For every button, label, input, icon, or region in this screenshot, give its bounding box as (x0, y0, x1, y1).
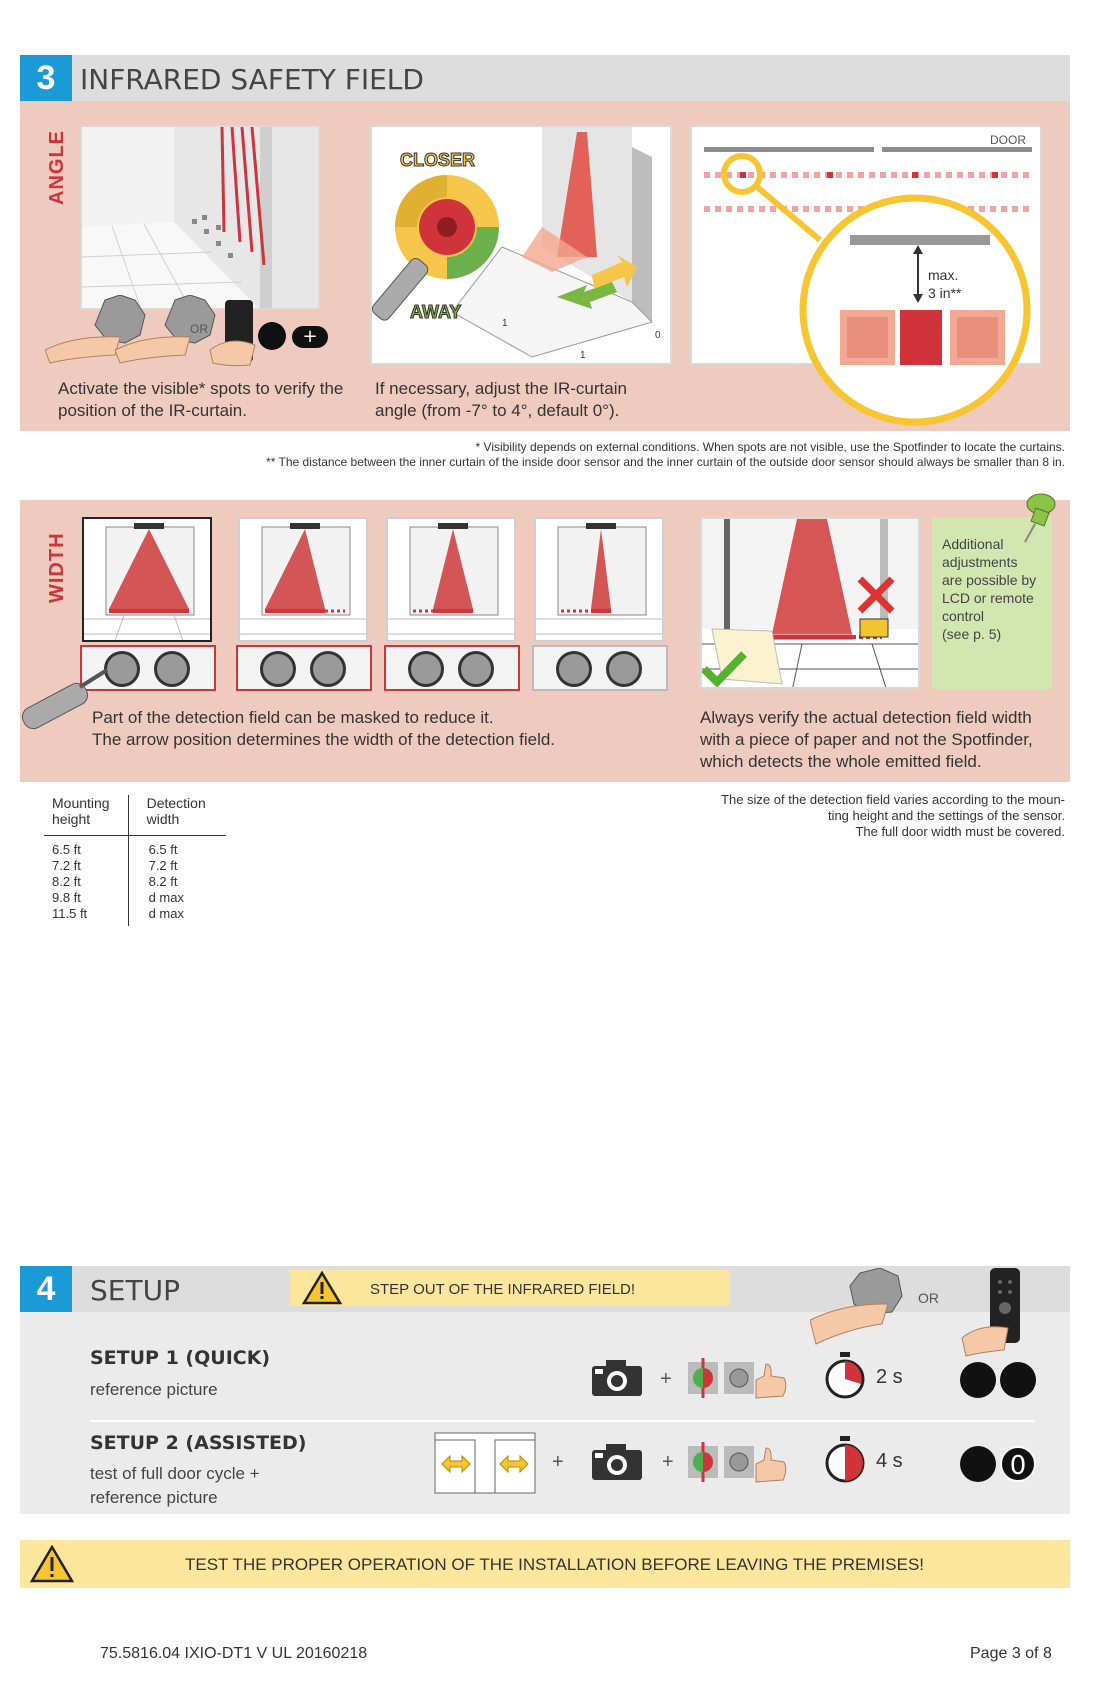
led-confirm-icon (688, 1358, 787, 1399)
setup-1-title: SETUP 1 (QUICK) (90, 1347, 271, 1369)
axis-label: 1 (580, 350, 586, 361)
away-label: AWAY (409, 302, 462, 323)
spot-button-icon (960, 1446, 996, 1482)
width-thumb-narrow (534, 517, 664, 642)
setup-2-duration: 4 s (876, 1450, 903, 1472)
spots-illustration (80, 125, 320, 310)
adjust-angle-illustration (370, 125, 672, 365)
angle-label: ANGLE (46, 130, 68, 205)
plus-sign: + (662, 1451, 674, 1473)
setup-1-duration: 2 s (876, 1366, 903, 1388)
mounting-height-values: 6.5 ft 7.2 ft 8.2 ft 9.8 ft 11.5 ft (44, 835, 129, 926)
divider (90, 1420, 1035, 1422)
width-caption-2: Always verify the actual detection field… (700, 708, 1033, 771)
arrow-left-icon (606, 651, 642, 687)
camera-icon (592, 1444, 642, 1480)
section-number: 4 (20, 1266, 72, 1312)
final-warning-text: TEST THE PROPER OPERATION OF THE INSTALL… (185, 1555, 925, 1574)
door-label: DOOR (990, 133, 1026, 147)
remote-control-illustration (961, 1268, 1020, 1357)
section-number: 3 (20, 55, 72, 101)
setup-1-description: reference picture (90, 1380, 218, 1399)
visibility-notes: * Visibility depends on external conditi… (266, 440, 1065, 469)
plus-sign: + (660, 1368, 672, 1390)
axis-label: 1 (502, 318, 508, 329)
paper-verification-illustration (700, 517, 920, 689)
arrow-right-icon (408, 651, 444, 687)
width-thumb-half (386, 517, 516, 642)
setup-panel (20, 1312, 1070, 1514)
mask-setting-3-4 (236, 645, 372, 691)
plus-sign: + (552, 1451, 564, 1473)
door-cycle-icon (434, 1432, 536, 1494)
mask-setting-full (80, 645, 216, 691)
zero-button-icon: 0 (1000, 1446, 1036, 1482)
table-body-row: 6.5 ft 7.2 ft 8.2 ft 9.8 ft 11.5 ft 6.5 … (44, 835, 226, 926)
spot-button-icon (1000, 1362, 1036, 1398)
or-label: OR (918, 1290, 939, 1306)
mounting-height-table: Mounting height Detection width 6.5 ft 7… (44, 795, 226, 926)
detection-width-values: 6.5 ft 7.2 ft 8.2 ft d max d max (148, 842, 184, 921)
width-thumb-3-4 (238, 517, 368, 642)
warning-triangle-icon (30, 1545, 74, 1583)
step-out-warning (290, 1270, 730, 1306)
section-title: SETUP (90, 1274, 180, 1307)
page-number: Page 3 of 8 (970, 1645, 1052, 1662)
arrow-left-icon (310, 651, 346, 687)
setup-2-title: SETUP 2 (ASSISTED) (90, 1432, 307, 1454)
angle-caption-1: Activate the visible* spots to verify th… (58, 379, 344, 420)
warning-triangle-icon (302, 1271, 342, 1305)
final-warning-bar (20, 1540, 1070, 1588)
section-title: INFRARED SAFETY FIELD (80, 63, 424, 96)
camera-icon (592, 1360, 642, 1396)
activate-controls-illustration (45, 295, 256, 367)
pushpin-icon (1024, 493, 1056, 543)
arrow-up-icon (458, 651, 494, 687)
step-out-warning-text: STEP OUT OF THE INFRARED FIELD! (370, 1281, 636, 1298)
table-header-row: Mounting height Detection width (44, 795, 226, 836)
detection-size-note: The size of the detection field varies a… (721, 792, 1065, 839)
max-distance-label: max. 3 in** (928, 267, 962, 301)
detection-width-header: Detection width (128, 795, 226, 836)
spot-button-icon (960, 1362, 996, 1398)
axis-label: 0 (655, 330, 661, 341)
zoom-callout (721, 153, 1031, 426)
additional-adjustments-note: Additional adjustments are possible by L… (932, 517, 1052, 689)
mounting-height-header: Mounting height (44, 795, 129, 836)
width-label: WIDTH (46, 532, 68, 603)
timer-icon (825, 1436, 865, 1483)
led-confirm-icon (688, 1442, 787, 1483)
setup-2-description: test of full door cycle + reference pict… (90, 1464, 260, 1507)
or-label: OR (190, 322, 208, 336)
press-button-illustration (810, 1268, 903, 1345)
closer-label: CLOSER (399, 150, 476, 171)
timer-icon (825, 1352, 865, 1399)
document-id: 75.5816.04 IXIO-DT1 V UL 20160218 (100, 1645, 368, 1662)
width-caption-1: Part of the detection field can be maske… (92, 708, 556, 749)
arrow-up-icon (260, 651, 296, 687)
width-thumb-full (82, 517, 212, 642)
arrow-up-icon (154, 651, 190, 687)
angle-caption-2: If necessary, adjust the IR-curtain angl… (375, 379, 627, 420)
mask-setting-half (384, 645, 520, 691)
spot-button-icon (258, 322, 286, 350)
section-3-header: 3 INFRARED SAFETY FIELD (20, 55, 1070, 101)
screwdriver-icon (21, 668, 109, 730)
plus-button-icon: + (292, 326, 328, 348)
arrow-right-icon (556, 651, 592, 687)
mask-setting-narrow (532, 645, 668, 691)
